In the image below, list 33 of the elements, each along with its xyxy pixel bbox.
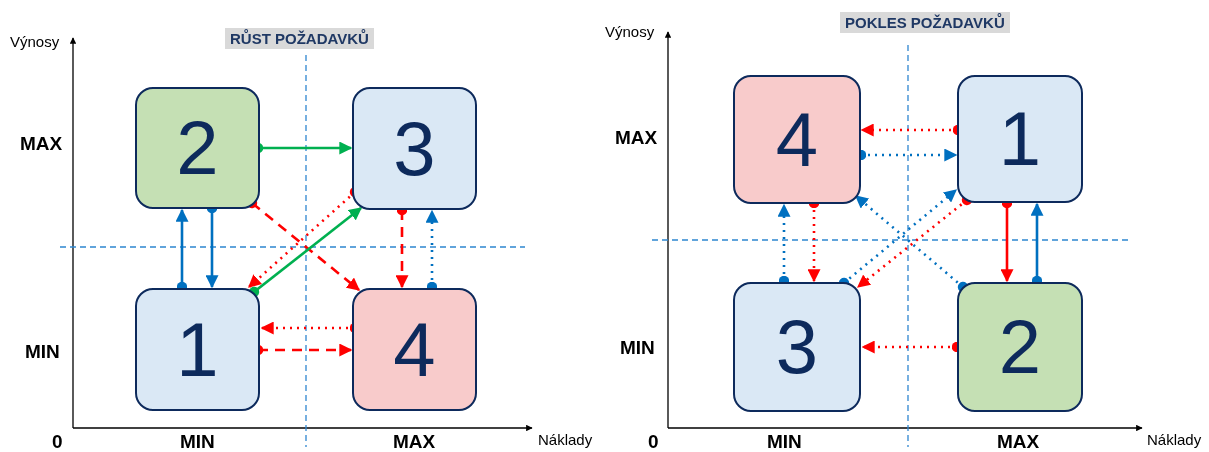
axis-tick-label: MIN <box>25 342 60 361</box>
axis-tick-label: MAX <box>997 432 1040 451</box>
quadrant-box <box>733 282 861 412</box>
axis-tick-label: MAX <box>20 134 63 153</box>
box-number: 4 <box>393 311 436 388</box>
axis-origin-label: 0 <box>648 432 659 451</box>
box-number: 1 <box>176 311 219 388</box>
quadrant-box <box>957 75 1083 203</box>
arrow <box>248 206 362 298</box>
panel-title: POKLES POŽADAVKŮ <box>840 12 1010 33</box>
axis-title: Výnosy <box>605 24 655 39</box>
quadrant-box <box>733 75 861 204</box>
box-number: 4 <box>775 101 819 178</box>
quadrant-box <box>135 288 260 411</box>
box-number: 1 <box>998 101 1042 177</box>
box-number: 3 <box>393 110 436 187</box>
panel-title: RŮST POŽADAVKŮ <box>225 28 374 49</box>
box-number: 3 <box>775 309 819 385</box>
axis-tick-label: MAX <box>615 128 658 147</box>
axis-tick-label: MIN <box>767 432 802 451</box>
quadrant-box <box>352 87 477 210</box>
quadrant-box <box>352 288 477 411</box>
axis-title: Výnosy <box>10 34 60 49</box>
axis-tick-label: MAX <box>393 432 436 451</box>
quadrant-box <box>135 87 260 209</box>
box-number: 2 <box>176 110 219 186</box>
axis-title: Náklady <box>1147 432 1202 447</box>
axis-tick-label: MIN <box>180 432 215 451</box>
axis-title: Náklady <box>538 432 593 447</box>
box-number: 2 <box>998 309 1042 385</box>
quadrant-box <box>957 282 1083 412</box>
axis-tick-label: MIN <box>620 338 655 357</box>
axis-origin-label: 0 <box>52 432 63 451</box>
